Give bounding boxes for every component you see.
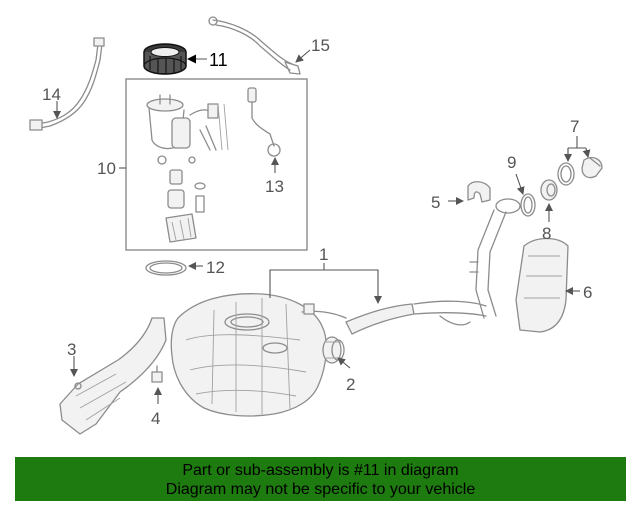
part-15-hose xyxy=(208,16,301,75)
part-7-cap xyxy=(557,156,603,186)
callout-2: 2 xyxy=(346,375,355,394)
callout-12: 12 xyxy=(206,258,225,277)
part-5-clamp xyxy=(467,181,491,203)
callout-15: 15 xyxy=(311,36,330,55)
part-1-fuel-tank xyxy=(170,293,487,417)
callout-8: 8 xyxy=(542,224,551,243)
callout-5: 5 xyxy=(431,193,440,212)
part-6-guard xyxy=(469,198,569,333)
part-10-fuel-pump-assembly xyxy=(146,87,281,243)
callout-11: 11 xyxy=(209,50,228,70)
part-14-harness xyxy=(29,37,105,131)
part-3-protector xyxy=(59,317,167,435)
callout-3: 3 xyxy=(67,340,76,359)
parts-diagram: 11 15 14 10 xyxy=(29,16,603,435)
callout-14: 14 xyxy=(42,85,61,104)
callout-6: 6 xyxy=(583,283,592,302)
banner-line-1: Part or sub-assembly is #11 in diagram xyxy=(182,462,459,479)
part-8-ring xyxy=(540,179,558,201)
callout-7: 7 xyxy=(570,117,579,136)
part-4-bolt xyxy=(151,365,163,383)
part-10-box xyxy=(125,78,308,251)
info-banner: Part or sub-assembly is #11 in diagram D… xyxy=(15,457,626,501)
banner-line-2: Diagram may not be specific to your vehi… xyxy=(165,481,476,498)
part-11-lock-ring[interactable] xyxy=(143,43,187,75)
part-12-gasket xyxy=(145,260,187,276)
callout-10: 10 xyxy=(97,159,116,178)
callout-1: 1 xyxy=(319,245,328,264)
callout-13: 13 xyxy=(265,177,284,196)
callout-9: 9 xyxy=(507,153,516,172)
part-9-oring xyxy=(520,193,536,217)
part-2-grommet xyxy=(322,336,345,364)
callout-4: 4 xyxy=(151,409,160,428)
